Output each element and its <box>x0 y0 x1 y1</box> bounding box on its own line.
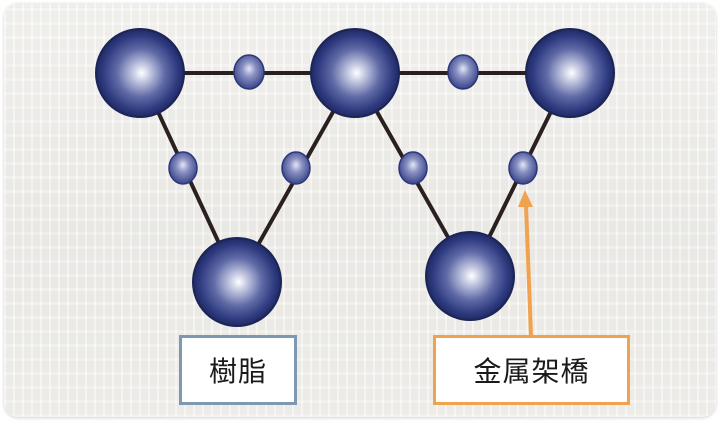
metal-nodes <box>168 54 538 185</box>
large-node-icon <box>525 28 615 118</box>
arrow-up-icon <box>518 190 533 207</box>
resin-label: 樹脂 <box>179 335 297 405</box>
arrow-shaft <box>524 204 533 337</box>
small-node-icon <box>281 151 311 185</box>
large-node-icon <box>95 28 185 118</box>
resin-label-text: 樹脂 <box>208 355 267 388</box>
small-node-icon <box>447 54 479 90</box>
large-node-icon <box>192 237 282 327</box>
small-node-icon <box>398 151 428 185</box>
large-node-icon <box>425 231 515 321</box>
bridge-pointer <box>518 190 533 337</box>
resin-nodes <box>95 28 615 327</box>
metal-bridge-label-text: 金属架橋 <box>473 355 590 388</box>
small-node-icon <box>168 151 198 185</box>
metal-bridge-label: 金属架橋 <box>433 335 630 405</box>
small-node-icon <box>233 54 265 90</box>
small-node-icon <box>508 151 538 185</box>
large-node-icon <box>310 28 400 118</box>
